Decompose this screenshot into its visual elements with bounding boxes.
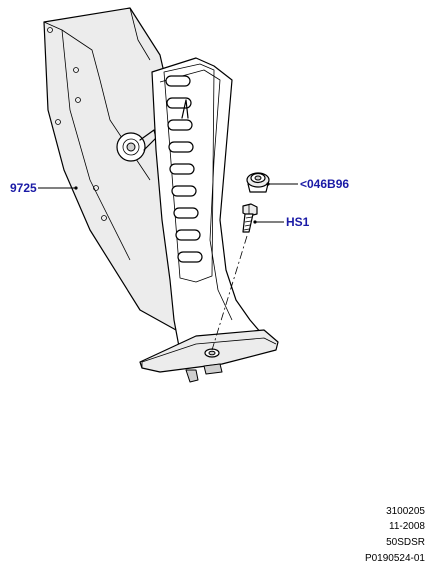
pedal-housing [43,7,179,331]
reference-line-3: 50SDSR [386,537,425,548]
base-plate [139,329,279,383]
reference-line-4: P0190524-01 [365,553,425,564]
leader-lines [38,182,298,224]
callout-housing: 9725 [10,181,37,195]
bolt-part [242,203,258,233]
reference-line-2: 11-2008 [389,521,425,532]
assembly-centerline [211,235,248,351]
pedal-pad [163,63,215,283]
callout-bolt: HS1 [286,215,310,229]
callout-clip: <046B96 [300,177,349,191]
reference-line-1: 3100205 [386,506,425,517]
reference-block: 3100205 11-2008 50SDSR P0190524-01 [365,506,425,564]
clip-part [246,172,270,193]
